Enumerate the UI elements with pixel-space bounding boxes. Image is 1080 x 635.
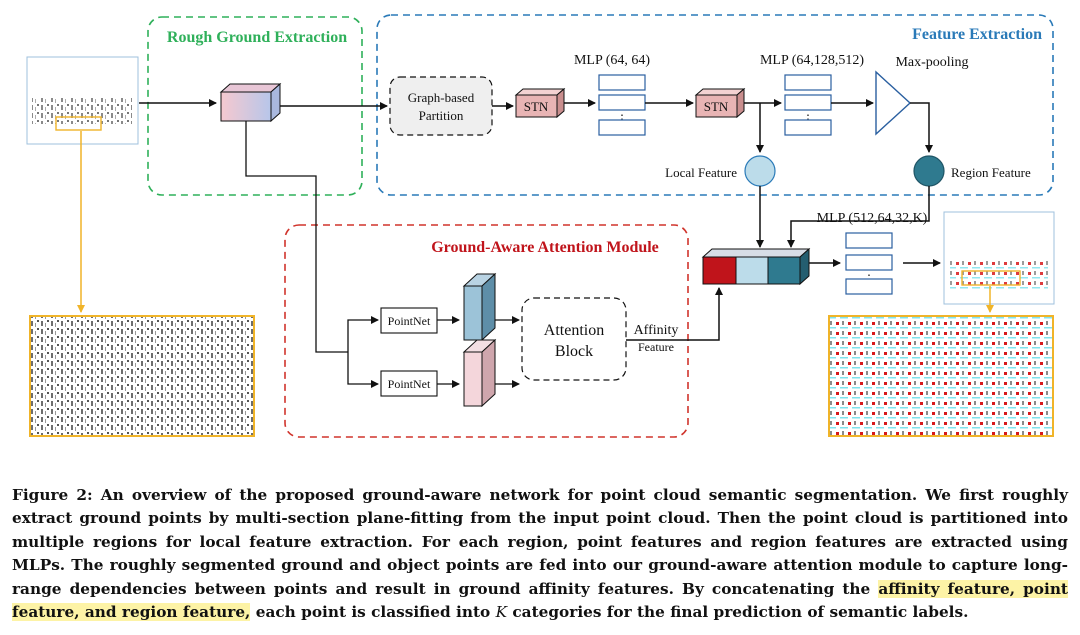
- svg-text:Graph-based: Graph-based: [408, 90, 475, 105]
- object-feature-slab: [462, 272, 497, 342]
- svg-text:PointNet: PointNet: [388, 377, 431, 391]
- mlp2-label: MLP (64,128,512): [760, 53, 864, 68]
- output-segmentation: [943, 211, 1055, 305]
- overview-figure: Rough Ground Extraction Feature Extracti…: [26, 14, 1055, 438]
- input-point-cloud: [26, 56, 139, 145]
- graph-partition-block: Graph-based Partition: [389, 76, 493, 136]
- pointnet-block-bottom: PointNet: [380, 370, 438, 397]
- rough-ground-title: Rough Ground Extraction: [167, 29, 347, 46]
- feature-extraction-title: Feature Extraction: [912, 26, 1042, 43]
- mlp2-stack: ⋮: [784, 74, 832, 136]
- mlp1-label: MLP (64, 64): [574, 53, 650, 68]
- region-feature-node: [913, 155, 945, 187]
- ground-to-attention-line: [245, 121, 348, 353]
- stn-block-1: STN: [514, 87, 566, 119]
- mlp1-stack: ⋮: [598, 74, 646, 136]
- pointnet-block-top: PointNet: [380, 307, 438, 334]
- point-feature-cube: [735, 256, 769, 285]
- affinity-label-1: Affinity: [634, 323, 679, 338]
- region-feature-label: Region Feature: [951, 165, 1031, 180]
- svg-text:STN: STN: [524, 99, 549, 114]
- output-zoom-crop: [828, 315, 1054, 437]
- caption-text-1: Figure 2: An overview of the proposed gr…: [12, 486, 1068, 598]
- attention-module-title: Ground-Aware Attention Module: [431, 239, 659, 256]
- svg-text:Attention: Attention: [544, 322, 604, 339]
- local-feature-node: [744, 155, 776, 187]
- svg-text:STN: STN: [704, 99, 729, 114]
- maxpool-label: Max-pooling: [895, 55, 968, 70]
- affinity-to-concat-arrow: [626, 287, 723, 341]
- affinity-feature-cube: [702, 256, 737, 285]
- caption-text-3: categories for the final prediction of s…: [507, 603, 969, 622]
- stn-block-2: STN: [694, 87, 746, 119]
- feature-extraction-box: [376, 14, 1054, 196]
- split-to-pointnet-bottom: [347, 352, 379, 388]
- maxpool-to-region-arrow: [910, 102, 933, 153]
- attention-block: Attention Block: [521, 297, 627, 381]
- split-to-pointnet-top: [347, 316, 379, 352]
- figure-caption: Figure 2: An overview of the proposed gr…: [12, 484, 1069, 624]
- svg-text:PointNet: PointNet: [388, 314, 431, 328]
- maxpool-triangle: [875, 70, 912, 136]
- caption-text-2: each point is classified into: [250, 603, 496, 622]
- mlp3-stack: ⋮: [845, 232, 893, 295]
- region-to-concat-arrow: [787, 186, 930, 248]
- mlp3-label: MLP (512,64,32,K): [817, 211, 928, 226]
- affinity-label-2: Feature: [638, 340, 674, 354]
- svg-text:Partition: Partition: [419, 108, 464, 123]
- local-feature-label: Local Feature: [665, 165, 737, 180]
- concat-feature-cubes: [701, 247, 811, 286]
- region-feature-cube: [767, 256, 801, 285]
- ground-feature-slab: [462, 338, 497, 408]
- input-zoom-crop: [29, 315, 255, 437]
- caption-k: K: [495, 603, 508, 622]
- svg-text:Block: Block: [555, 343, 593, 360]
- rough-ground-cube: [219, 82, 282, 123]
